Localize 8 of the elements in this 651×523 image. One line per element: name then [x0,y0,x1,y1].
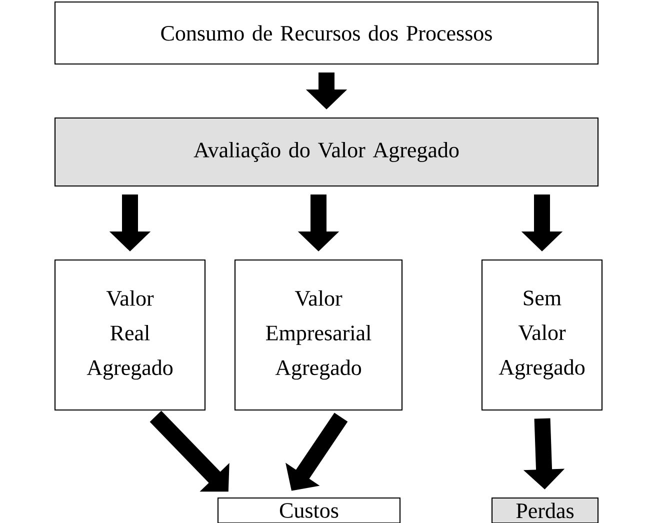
process-box: Valor Empresarial Agregado [234,259,403,411]
process-box: Consumo de Recursos dos Processos [54,1,599,65]
process-box: Valor Real Agregado [54,259,206,411]
process-box: Sem Valor Agregado [481,259,603,411]
process-box: Custos [217,497,401,523]
process-box: Perdas [491,497,599,523]
process-box: Avaliação do Valor Agregado [54,117,599,187]
block-arrow [150,410,230,492]
